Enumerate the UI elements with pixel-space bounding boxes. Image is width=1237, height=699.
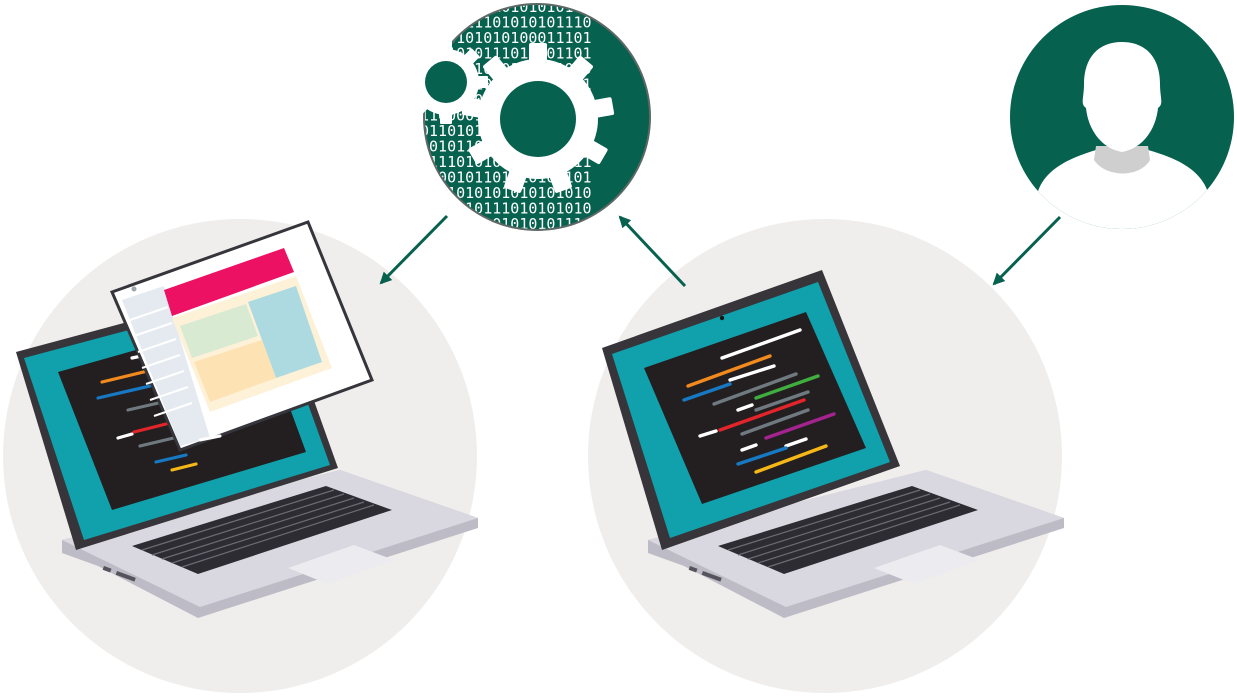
arrow-user-to-right-laptop bbox=[992, 215, 1062, 286]
gear-icon bbox=[404, 40, 615, 193]
arrow-gear-to-left-laptop bbox=[379, 214, 449, 285]
user-silhouette-icon bbox=[1030, 42, 1215, 229]
binary-row: 0101010101010101010 bbox=[420, 184, 592, 202]
user-circle bbox=[1010, 5, 1234, 229]
app-window-icon bbox=[109, 220, 374, 452]
binary-row: 1110101010100011101 bbox=[420, 29, 592, 47]
processing-gear-circle: 1010101110101010101010111110101010111011… bbox=[404, 0, 651, 231]
arrow-right-laptop-to-gear bbox=[618, 215, 687, 288]
binary-row: 1010101110101010101 bbox=[420, 0, 592, 16]
right-laptop-icon bbox=[602, 270, 1064, 618]
left-laptop-icon bbox=[16, 220, 478, 618]
